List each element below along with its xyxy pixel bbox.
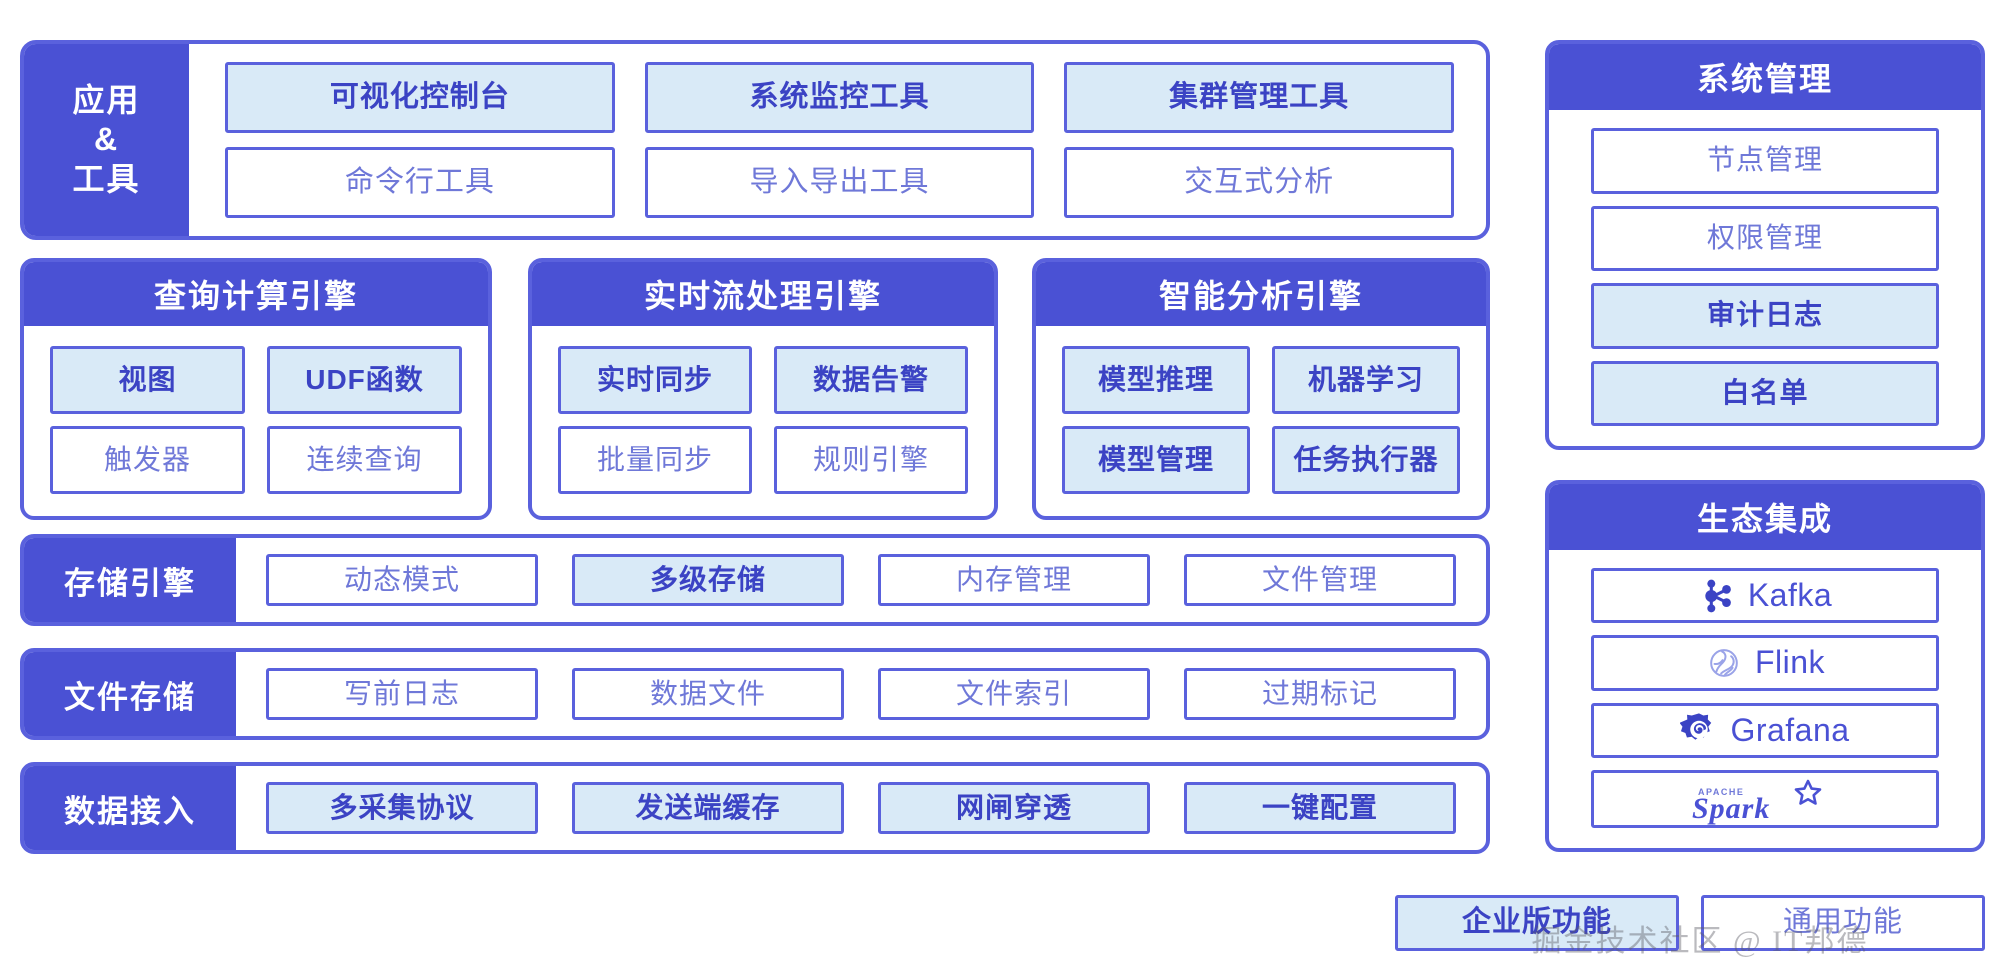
ai-engine-items: 模型推理 机器学习 模型管理 任务执行器 (1036, 326, 1486, 516)
chip-view[interactable]: 视图 (50, 346, 245, 414)
chip-permission-management[interactable]: 权限管理 (1591, 205, 1939, 271)
kafka-logo-icon (1698, 577, 1736, 615)
app-label-line-2: & (93, 121, 120, 158)
chip-whitelist[interactable]: 白名单 (1591, 360, 1939, 426)
ai-analysis-engine-card: 智能分析引擎 模型推理 机器学习 模型管理 任务执行器 (1032, 258, 1490, 520)
chip-write-ahead-log[interactable]: 写前日志 (266, 668, 538, 720)
chip-cluster-manager[interactable]: 集群管理工具 (1064, 62, 1454, 133)
flink-logo-icon (1705, 644, 1743, 682)
app-and-tools-label: 应用 & 工具 (24, 44, 189, 236)
chip-cli-tool[interactable]: 命令行工具 (225, 147, 615, 218)
chip-gateway-traversal[interactable]: 网闸穿透 (878, 782, 1150, 834)
system-management-title: 系统管理 (1549, 44, 1981, 110)
ecosystem-items: Kafka Flink (1549, 550, 1981, 848)
chip-data-alert[interactable]: 数据告警 (774, 346, 968, 414)
file-storage-items: 写前日志 数据文件 文件索引 过期标记 (236, 652, 1486, 736)
query-compute-engine-card: 查询计算引擎 视图 UDF函数 触发器 连续查询 (20, 258, 492, 520)
file-storage-row: 文件存储 写前日志 数据文件 文件索引 过期标记 (20, 648, 1490, 740)
data-ingestion-row: 数据接入 多采集协议 发送端缓存 网闸穿透 一键配置 (20, 762, 1490, 854)
query-engine-title: 查询计算引擎 (24, 262, 488, 326)
ecosystem-integration-card: 生态集成 (1545, 480, 1985, 852)
chip-visual-console[interactable]: 可视化控制台 (225, 62, 615, 133)
chip-rule-engine[interactable]: 规则引擎 (774, 426, 968, 494)
ai-engine-title: 智能分析引擎 (1036, 262, 1486, 326)
chip-kafka[interactable]: Kafka (1591, 568, 1939, 624)
chip-memory-management[interactable]: 内存管理 (878, 554, 1150, 606)
chip-continuous-query[interactable]: 连续查询 (267, 426, 462, 494)
file-storage-label: 文件存储 (24, 652, 236, 736)
chip-realtime-sync[interactable]: 实时同步 (558, 346, 752, 414)
grafana-logo-icon (1680, 711, 1718, 749)
chip-interactive-analysis[interactable]: 交互式分析 (1064, 147, 1454, 218)
storage-engine-row: 存储引擎 动态模式 多级存储 内存管理 文件管理 (20, 534, 1490, 626)
chip-grafana[interactable]: Grafana (1591, 702, 1939, 758)
data-ingestion-label: 数据接入 (24, 766, 236, 850)
chip-model-inference[interactable]: 模型推理 (1062, 346, 1250, 414)
chip-audit-log[interactable]: 审计日志 (1591, 283, 1939, 349)
chip-system-monitor[interactable]: 系统监控工具 (644, 62, 1035, 133)
chip-multi-protocol[interactable]: 多采集协议 (266, 782, 538, 834)
chip-machine-learning[interactable]: 机器学习 (1272, 346, 1460, 414)
system-management-items: 节点管理 权限管理 审计日志 白名单 (1549, 110, 1981, 446)
chip-trigger[interactable]: 触发器 (50, 426, 245, 494)
chip-batch-sync[interactable]: 批量同步 (558, 426, 752, 494)
chip-udf[interactable]: UDF函数 (267, 346, 462, 414)
chip-data-file[interactable]: 数据文件 (572, 668, 844, 720)
stream-engine-items: 实时同步 数据告警 批量同步 规则引擎 (532, 326, 994, 516)
data-ingestion-items: 多采集协议 发送端缓存 网闸穿透 一键配置 (236, 766, 1486, 850)
chip-expiry-marker[interactable]: 过期标记 (1184, 668, 1456, 720)
kafka-label: Kafka (1747, 577, 1833, 614)
chip-file-index[interactable]: 文件索引 (878, 668, 1150, 720)
chip-flink[interactable]: Flink (1591, 635, 1939, 691)
chip-tiered-storage[interactable]: 多级存储 (572, 554, 844, 606)
chip-task-executor[interactable]: 任务执行器 (1272, 426, 1460, 494)
spark-wordmark-text: Spark (1692, 792, 1770, 825)
chip-node-management[interactable]: 节点管理 (1591, 128, 1939, 194)
app-and-tools-items: 可视化控制台 系统监控工具 集群管理工具 命令行工具 导入导出工具 交互式分析 (189, 44, 1486, 236)
stream-engine-title: 实时流处理引擎 (532, 262, 994, 326)
chip-dynamic-schema[interactable]: 动态模式 (266, 554, 538, 606)
app-label-line-1: 应用 (72, 82, 141, 119)
chip-sender-cache[interactable]: 发送端缓存 (572, 782, 844, 834)
chip-model-management[interactable]: 模型管理 (1062, 426, 1250, 494)
storage-engine-items: 动态模式 多级存储 内存管理 文件管理 (236, 538, 1486, 622)
legend-enterprise-feature[interactable]: 企业版功能 (1395, 895, 1679, 951)
spark-sublabel-text: APACHE (1698, 787, 1744, 797)
system-management-card: 系统管理 节点管理 权限管理 审计日志 白名单 (1545, 40, 1985, 450)
legend: 企业版功能 通用功能 (1395, 895, 1985, 951)
storage-engine-label: 存储引擎 (24, 538, 236, 622)
flink-label: Flink (1754, 644, 1826, 681)
stream-processing-engine-card: 实时流处理引擎 实时同步 数据告警 批量同步 规则引擎 (528, 258, 998, 520)
query-engine-items: 视图 UDF函数 触发器 连续查询 (24, 326, 488, 516)
chip-import-export[interactable]: 导入导出工具 (644, 147, 1035, 218)
app-label-line-3: 工具 (72, 160, 141, 197)
chip-file-management[interactable]: 文件管理 (1184, 554, 1456, 606)
legend-general-feature[interactable]: 通用功能 (1701, 895, 1985, 951)
chip-one-click-config[interactable]: 一键配置 (1184, 782, 1456, 834)
app-and-tools-card: 应用 & 工具 可视化控制台 系统监控工具 集群管理工具 命令行工具 导入导出工… (20, 40, 1490, 240)
chip-spark[interactable]: APACHE Spark (1591, 769, 1939, 828)
ecosystem-title: 生态集成 (1549, 484, 1981, 550)
spark-logo-icon: APACHE Spark (1690, 773, 1840, 825)
grafana-label: Grafana (1730, 711, 1850, 748)
